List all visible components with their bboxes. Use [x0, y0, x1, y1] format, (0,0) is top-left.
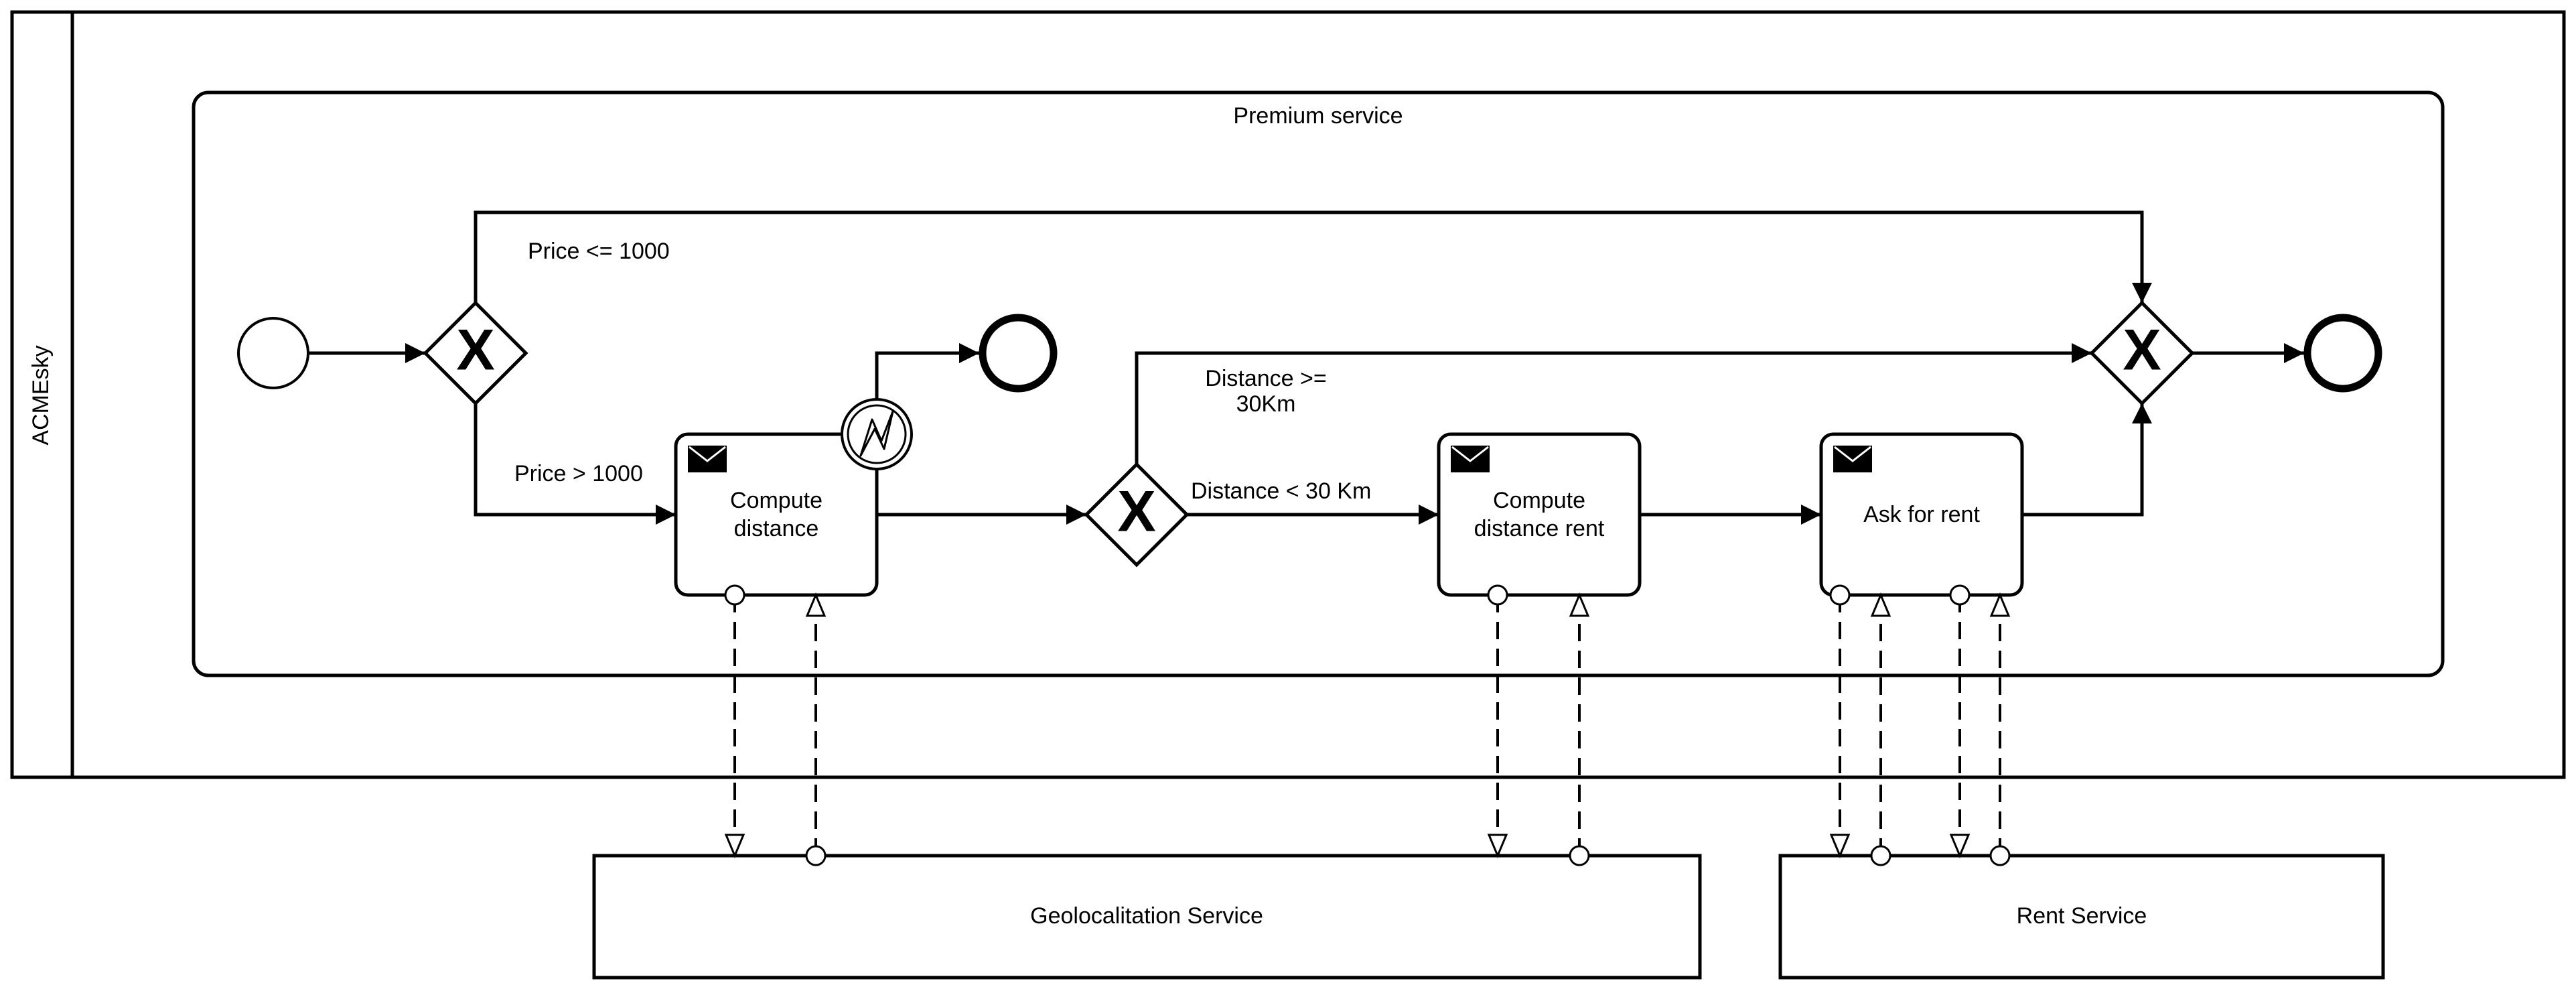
gateway-price[interactable]: X	[423, 300, 528, 406]
gateway-x-icon: X	[2123, 318, 2161, 383]
message-flow-out[interactable]	[1487, 584, 1508, 858]
message-flow-out[interactable]	[724, 584, 745, 858]
start-event[interactable]	[237, 317, 309, 389]
flow-price-high[interactable]	[474, 403, 676, 525]
pool-geolocalization-service[interactable]: Geolocalitation Service	[592, 854, 1702, 980]
pool-label: Rent Service	[2017, 903, 2147, 929]
condition-distance-near: Distance < 30 Km	[1191, 478, 1371, 504]
task-label: Ask for rent	[1863, 502, 1980, 527]
condition-distance-far-line1: Distance >=	[1205, 366, 1326, 391]
task-ask-for-rent[interactable]: Ask for rent	[1819, 432, 2024, 597]
boundary-error-event[interactable]	[841, 398, 913, 470]
task-box[interactable]	[674, 432, 879, 597]
task-box[interactable]	[1437, 432, 1642, 597]
message-flow-in[interactable]	[1989, 592, 2011, 866]
task-box[interactable]	[1819, 432, 2024, 597]
task-compute-distance-rent[interactable]: Compute distance rent	[1437, 432, 1642, 597]
gateway-x-icon: X	[1117, 480, 1155, 544]
envelope-icon	[1833, 446, 1872, 472]
message-flows-outgoing	[724, 584, 1971, 858]
flow-ask-to-merge[interactable]	[2022, 403, 2152, 517]
gateway-diamond[interactable]	[423, 300, 528, 406]
pool-box[interactable]	[592, 854, 1702, 980]
subprocess-premium-service[interactable]: Premium service	[192, 90, 2445, 677]
pool-rent-service[interactable]: Rent Service	[1778, 854, 2385, 980]
pool-box[interactable]	[1778, 854, 2385, 980]
subprocess-label: Premium service	[1233, 103, 1403, 129]
message-flow-out[interactable]	[1829, 584, 1851, 858]
end-event-error[interactable]	[979, 314, 1058, 393]
pool-label: Geolocalitation Service	[1030, 903, 1263, 929]
task-label-line2: distance	[734, 516, 819, 541]
task-label-line1: Compute	[730, 488, 822, 513]
subprocess-border[interactable]	[192, 90, 2445, 677]
condition-price-high: Price > 1000	[514, 461, 643, 486]
gateway-x-icon: X	[456, 318, 494, 383]
error-lightning-icon	[859, 410, 894, 457]
boundary-inner-ring	[847, 404, 907, 464]
flow-distance-far[interactable]	[1135, 343, 2092, 464]
gateway-diamond[interactable]	[2089, 300, 2195, 406]
envelope-icon	[688, 446, 727, 472]
gateway-distance[interactable]: X	[1084, 462, 1190, 568]
condition-distance-far-line2: 30Km	[1236, 391, 1296, 417]
gateway-merge[interactable]: X	[2089, 300, 2195, 406]
condition-price-low: Price <= 1000	[528, 239, 670, 264]
envelope-icon	[1451, 446, 1490, 472]
message-flow-in[interactable]	[805, 592, 827, 866]
flow-price-low[interactable]	[474, 210, 2152, 303]
message-flows-incoming	[805, 592, 2011, 866]
message-flow-in[interactable]	[1569, 592, 1590, 866]
sequence-flows	[308, 210, 2304, 525]
task-compute-distance[interactable]: Compute distance	[674, 432, 879, 597]
pool-name: ACMEsky	[28, 345, 54, 445]
message-flow-out[interactable]	[1949, 584, 1971, 858]
task-label-line2: distance rent	[1474, 516, 1605, 541]
task-label-line1: Compute	[1493, 488, 1585, 513]
gateway-diamond[interactable]	[1084, 462, 1190, 568]
end-event[interactable]	[2303, 314, 2382, 393]
message-flow-in[interactable]	[1870, 592, 1891, 866]
